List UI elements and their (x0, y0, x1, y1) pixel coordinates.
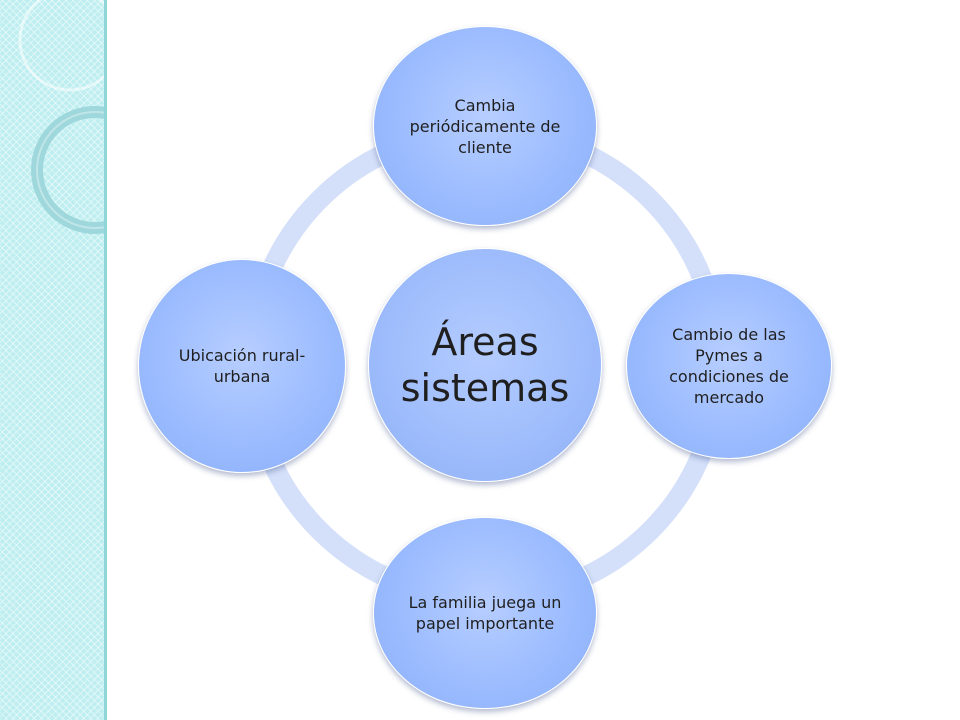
decorative-side-band (0, 0, 104, 720)
node-top: Cambia periódicamente de cliente (373, 26, 597, 226)
node-right: Cambio de las Pymes a condiciones de mer… (626, 273, 832, 459)
node-left-label: Ubicación rural- urbana (178, 346, 306, 386)
node-right-label: Cambio de las Pymes a condiciones de mer… (669, 325, 789, 407)
node-center: Áreas sistemas (368, 248, 602, 482)
decorative-circles-graphic (18, 0, 104, 234)
node-top-label: Cambia periódicamente de cliente (409, 95, 561, 157)
node-bottom-label: La familia juega un papel importante (408, 593, 562, 633)
side-band-edge (104, 0, 107, 720)
node-bottom: La familia juega un papel importante (373, 517, 597, 709)
node-left: Ubicación rural- urbana (138, 259, 346, 473)
node-center-label: Áreas sistemas (400, 320, 570, 410)
